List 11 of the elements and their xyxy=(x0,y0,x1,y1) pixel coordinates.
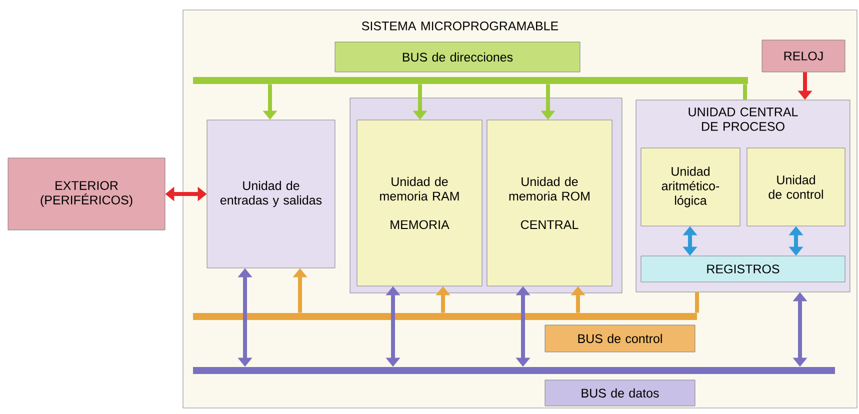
register-box: REGISTROS xyxy=(640,256,846,282)
memory-unit-box: Unidad de memoria ROM CENTRAL xyxy=(486,120,612,286)
memory-unit-box: Unidad de memoria RAM MEMORIA xyxy=(356,120,482,286)
unit-box: Unidad aritmético-lógica xyxy=(640,148,740,226)
bus-label: BUS de control xyxy=(544,324,696,352)
unit-box: Unidad de entradas y salidas xyxy=(206,120,336,268)
peripheral-box: EXTERIOR (PERIFÉRICOS) xyxy=(8,158,166,230)
bus-label: BUS de direcciones xyxy=(334,42,580,72)
unit-box: Unidad de control xyxy=(746,148,846,226)
bus-label: BUS de datos xyxy=(544,380,696,406)
clock-box: RELOJ xyxy=(762,40,846,72)
